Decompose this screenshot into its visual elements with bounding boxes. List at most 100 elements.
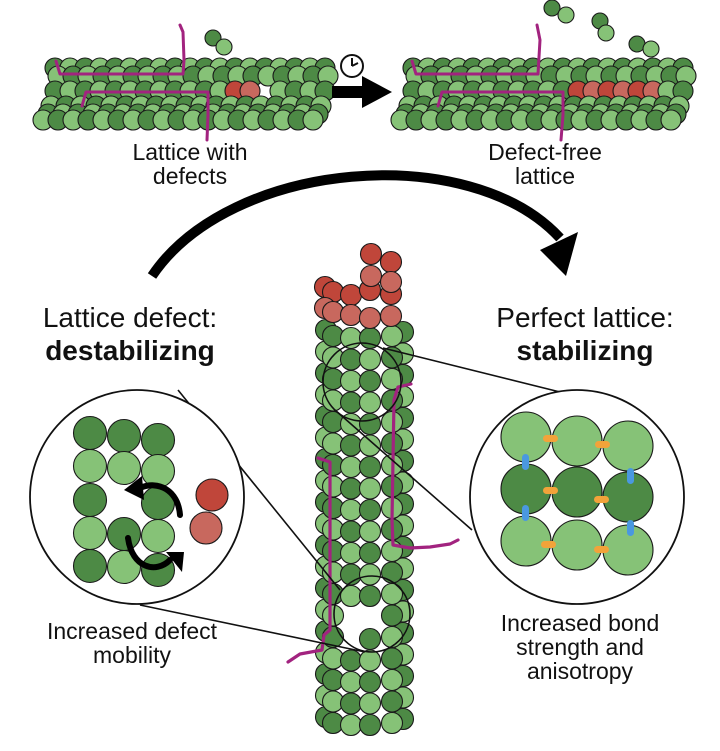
zoom-region-top xyxy=(322,342,402,422)
free-subunit xyxy=(597,24,615,42)
polymer-chain xyxy=(54,23,186,76)
subunit xyxy=(106,418,142,454)
rotation-arrow-down xyxy=(125,535,173,571)
arrowhead xyxy=(166,552,184,572)
subunit xyxy=(339,391,363,414)
subunit xyxy=(106,516,142,552)
lattice-with-defects xyxy=(32,23,339,142)
subunit xyxy=(72,482,108,518)
zoom-guides xyxy=(139,342,561,653)
bond-strength-caption: Increased bond strength and anisotropy xyxy=(470,611,690,683)
bond-longitudinal xyxy=(522,454,529,470)
subunit xyxy=(358,670,382,694)
subunit xyxy=(339,520,363,543)
subunit xyxy=(339,434,363,457)
polymer-chains xyxy=(286,382,460,664)
bond-lateral xyxy=(595,441,610,448)
polymer-chain xyxy=(390,382,460,550)
bond-longitudinal xyxy=(522,505,529,521)
free-subunit xyxy=(557,6,575,24)
arrowhead xyxy=(124,476,144,500)
caption-line: strength and xyxy=(516,634,644,660)
cap-subunit xyxy=(379,304,403,328)
free-subunit xyxy=(204,29,222,47)
subunit xyxy=(551,415,603,467)
bond-longitudinal xyxy=(627,468,634,484)
subunit xyxy=(358,713,382,737)
subunit xyxy=(380,324,404,348)
cap-subunit xyxy=(379,250,403,274)
subunit xyxy=(551,466,603,518)
subunit xyxy=(358,627,382,651)
curved-arrow-icon xyxy=(147,170,578,279)
subunit xyxy=(358,434,382,457)
subunit xyxy=(358,369,382,393)
subunit xyxy=(380,711,404,735)
defect-free-lattice-label: Defect-free lattice xyxy=(445,140,645,188)
subunit xyxy=(339,541,363,565)
polymer-chain xyxy=(410,23,542,76)
bond-lateral xyxy=(594,546,609,553)
bond-lateral xyxy=(541,541,556,548)
bond-lateral xyxy=(594,496,609,503)
lattice-with-defects-label: Lattice with defects xyxy=(90,140,290,188)
caption-line: mobility xyxy=(93,642,171,668)
subunit xyxy=(339,692,363,715)
subunit xyxy=(358,649,382,672)
subunit xyxy=(339,498,363,522)
heading-bold-text: destabilizing xyxy=(45,335,215,366)
subunit xyxy=(380,561,404,584)
subunit xyxy=(358,455,382,479)
rotation-arrows-icon xyxy=(124,476,184,572)
subunit xyxy=(339,713,363,737)
subunit xyxy=(358,541,382,565)
label-line: Lattice with xyxy=(132,139,248,165)
subunit xyxy=(380,647,404,670)
subunit xyxy=(339,455,363,479)
zoom-region-bottom xyxy=(333,575,411,653)
subunit xyxy=(660,109,682,131)
defect-free-lattice xyxy=(390,0,697,142)
caption-line: Increased defect xyxy=(46,618,218,644)
subunit xyxy=(140,453,176,489)
cap-subunit xyxy=(359,242,383,266)
free-subunit xyxy=(215,38,233,56)
subunit xyxy=(380,690,404,713)
subunit xyxy=(380,668,404,692)
subunit xyxy=(358,498,382,522)
cap-subunit xyxy=(379,270,403,294)
subunit xyxy=(358,412,382,436)
right-arrow-icon xyxy=(332,76,392,108)
rotation-arrow-up xyxy=(137,482,183,518)
subunit xyxy=(72,448,108,484)
cap-subunit xyxy=(359,264,383,288)
caption-line: anisotropy xyxy=(526,658,634,684)
lattice-column xyxy=(313,242,415,737)
subunit xyxy=(339,348,363,371)
subunit xyxy=(140,422,176,458)
cap-subunit xyxy=(358,306,382,330)
free-subunit xyxy=(543,0,561,17)
bond-strength-inset xyxy=(469,389,685,605)
label-line: lattice xyxy=(514,163,576,189)
subunit xyxy=(339,649,363,672)
polymer-chain xyxy=(286,456,332,664)
bond-lateral xyxy=(543,435,558,442)
bond-longitudinal xyxy=(627,520,634,536)
free-subunit xyxy=(642,40,660,58)
subunit xyxy=(358,520,382,543)
label-line: Defect-free xyxy=(488,139,602,165)
cap-subunit xyxy=(339,303,363,327)
subunit xyxy=(358,584,382,608)
cap-subunit xyxy=(339,283,363,307)
subunit xyxy=(339,477,363,500)
cap-subunit xyxy=(321,300,345,324)
subunit xyxy=(321,604,345,627)
subunit xyxy=(602,420,654,472)
caption-line: Increased bond xyxy=(500,610,660,636)
subunit xyxy=(358,348,382,371)
destabilizing-heading: Lattice defect: destabilizing xyxy=(0,301,260,367)
subunit xyxy=(339,670,363,694)
defect-subunit xyxy=(195,478,229,512)
